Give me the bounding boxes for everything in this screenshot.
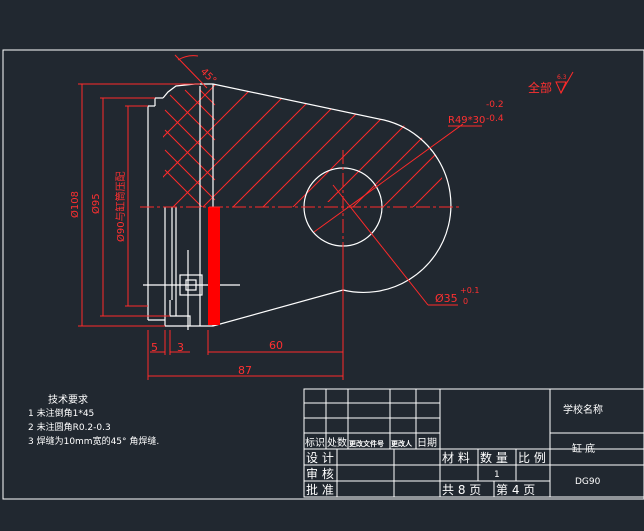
role-design: 设 计 <box>306 451 334 465</box>
part-name[interactable]: 缸 底 <box>572 442 595 455</box>
tol-35-lower: 0 <box>463 297 468 306</box>
tech-req-line-1: 1 未注倒角1*45 <box>28 407 94 419</box>
dia-108-label: Ø108 <box>69 191 81 218</box>
dim-60-label: 60 <box>269 339 283 352</box>
hole-spec-label: R49*30 <box>448 115 485 126</box>
drawing-border <box>2 49 644 500</box>
red-annotations: 45° 全部 6.3 R49*30 -0.2 -0.4 Ø108 Ø95 Ø90… <box>69 66 567 377</box>
quantity-value[interactable]: 1 <box>494 470 500 480</box>
dia-90-label: Ø90与缸筒压配 <box>114 171 127 242</box>
rev-header-count: 处数 <box>327 436 347 449</box>
technical-requirements: 技术要求 1 未注倒角1*45 2 未注圆角R0.2-0.3 3 焊缝为10mm… <box>28 393 159 447</box>
rev-header-doc: 更改文件号 <box>349 439 384 448</box>
dim-5-label: 5 <box>151 341 158 354</box>
role-approve: 批 准 <box>306 482 334 497</box>
dia-35-label: Ø35 <box>435 292 458 305</box>
weld-bead <box>208 207 220 325</box>
tech-req-line-3: 3 焊缝为10mm宽的45° 角焊缝. <box>28 435 159 447</box>
hole-tol-lower: -0.4 <box>486 114 504 124</box>
surface-finish-value: 6.3 <box>557 74 567 81</box>
surface-finish-label: 全部 <box>528 80 552 95</box>
sheet-total: 共 8 页 <box>442 483 481 497</box>
dim-87-label: 87 <box>238 364 252 377</box>
rev-header-person: 更改人 <box>391 439 413 448</box>
center-lines <box>140 150 460 262</box>
school-name[interactable]: 学校名称 <box>563 403 603 416</box>
material-label: 材 料 <box>442 451 470 465</box>
rev-header-date: 日期 <box>417 437 437 449</box>
tech-req-line-2: 2 未注圆角R0.2-0.3 <box>28 421 111 433</box>
dimension-lines <box>78 54 574 380</box>
quantity-label: 数 量 <box>480 450 508 465</box>
dia-95-label: Ø95 <box>90 193 102 214</box>
hole-tol-upper: -0.2 <box>486 100 504 110</box>
title-block-text: 学校名称 缸 底 DG90 标识 处数 更改文件号 更改人 日期 设 计 审 核… <box>305 403 603 497</box>
title-block-grid <box>303 388 644 498</box>
tech-req-title: 技术要求 <box>48 393 88 406</box>
rev-header-mark: 标识 <box>305 437 325 449</box>
dim-3-label: 3 <box>177 341 184 354</box>
tol-35-upper: +0.1 <box>460 286 479 295</box>
role-check: 审 核 <box>306 466 334 481</box>
drawing-number[interactable]: DG90 <box>575 477 601 487</box>
scale-label: 比 例 <box>518 451 546 465</box>
sheet-number: 第 4 页 <box>496 483 535 497</box>
